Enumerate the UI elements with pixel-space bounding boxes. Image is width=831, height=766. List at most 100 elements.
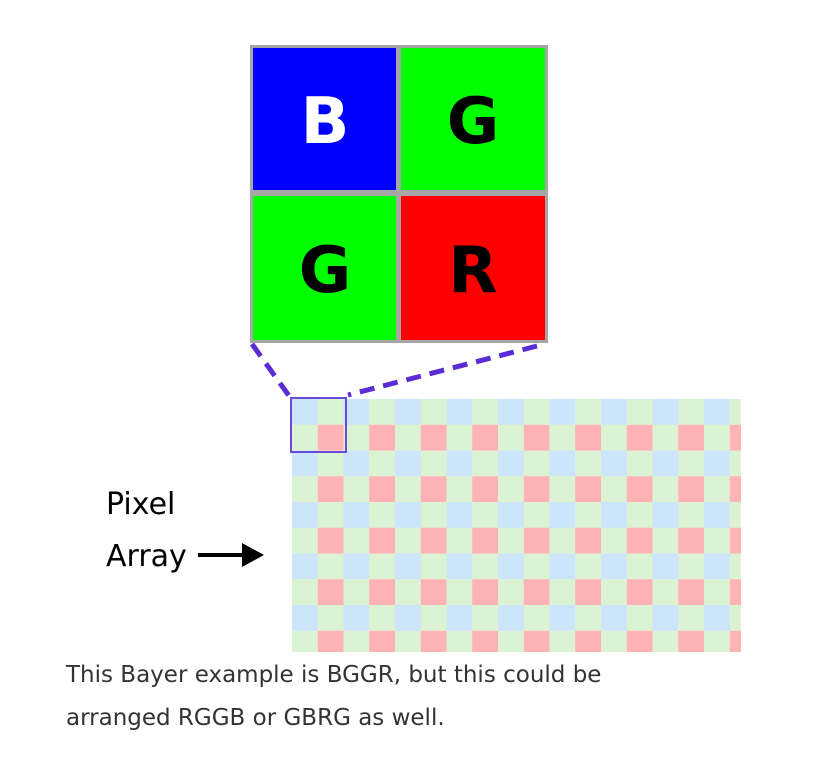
pixel-array-cell [420, 450, 447, 477]
pixel-array-cell [446, 476, 473, 503]
pixel-array-cell [343, 399, 370, 426]
pixel-array-cell [317, 579, 344, 606]
bayer-cell-blue [253, 48, 396, 190]
pixel-array-cell [498, 399, 525, 426]
pixel-array-cell [575, 399, 602, 426]
pixel-array-cell [420, 502, 447, 529]
bayer-cell-red [401, 196, 545, 340]
pixel-array-cell [472, 605, 499, 632]
pixel-array-cell [729, 553, 741, 580]
pixel-array-cell [498, 424, 525, 451]
pixel-array-cell [652, 450, 679, 477]
pixel-array-cell [472, 476, 499, 503]
pixel-array-cell [420, 424, 447, 451]
pixel-array-cell [652, 527, 679, 554]
pixel-array-cell [395, 605, 422, 632]
pixel-array-cell [317, 502, 344, 529]
pixel-array-cell [704, 399, 731, 426]
pixel-array-cell [626, 502, 653, 529]
pixel-array-cell [317, 553, 344, 580]
pixel-array-cell [678, 476, 705, 503]
pixel-array-cell [549, 502, 576, 529]
pixel-array-cell [292, 424, 319, 451]
pixel-array-cell [498, 476, 525, 503]
pixel-array-cell [343, 579, 370, 606]
pixel-array-cell [523, 502, 550, 529]
pixel-array-cell [575, 630, 602, 652]
pixel-array-cell [626, 424, 653, 451]
pixel-array-cell [704, 476, 731, 503]
caption-line-1: This Bayer example is BGGR, but this cou… [66, 662, 602, 688]
pixel-array-cell [395, 424, 422, 451]
pixel-array-cell [704, 630, 731, 652]
pixel-array-cell [317, 450, 344, 477]
pixel-array-cell [549, 605, 576, 632]
pixel-array-cell [729, 630, 741, 652]
pixel-array-cell [420, 579, 447, 606]
pixel-array-cell [395, 476, 422, 503]
bayer-block-enlarged: B G G R [250, 45, 548, 343]
pixel-array-cell [601, 502, 628, 529]
bayer-cell-green-bottom [253, 196, 396, 340]
pixel-array-cell [729, 502, 741, 529]
pixel-array-cell [652, 579, 679, 606]
pixel-array-cell [729, 527, 741, 554]
pixel-array-cell [601, 605, 628, 632]
pixel-array-cell [343, 502, 370, 529]
pixel-array-cell [523, 579, 550, 606]
pixel-array-cell [498, 450, 525, 477]
pixel-array-cell [369, 424, 396, 451]
pixel-array-cell [601, 553, 628, 580]
pixel-array-cell [369, 553, 396, 580]
bayer-letter-b: B [301, 85, 350, 159]
pixel-array-cell [446, 527, 473, 554]
pixel-array-cell [472, 424, 499, 451]
pixel-array-cell [523, 450, 550, 477]
pixel-array-cell [652, 605, 679, 632]
pixel-array-cell [652, 630, 679, 652]
pixel-array-cell [343, 630, 370, 652]
pixel-array-cell [395, 502, 422, 529]
pixel-array-cell [395, 527, 422, 554]
pixel-array-cell [729, 605, 741, 632]
pixel-array-cell [420, 630, 447, 652]
pixel-array-cell [601, 579, 628, 606]
pixel-array-cell [626, 527, 653, 554]
pixel-array-cell [343, 450, 370, 477]
pixel-array-cell [678, 502, 705, 529]
pixel-array-cell [446, 553, 473, 580]
bayer-cell-green-top [401, 48, 545, 190]
pixel-array-cell [575, 424, 602, 451]
pixel-array-cell [575, 476, 602, 503]
pixel-array-cell [420, 476, 447, 503]
pixel-array-cell [498, 579, 525, 606]
pixel-array-cell [678, 450, 705, 477]
pixel-array-cell [446, 424, 473, 451]
pixel-array-cell [317, 605, 344, 632]
pixel-array-cell [317, 476, 344, 503]
pixel-array-cell [549, 527, 576, 554]
pixel-array-cell [704, 424, 731, 451]
pixel-array-cell [704, 579, 731, 606]
pixel-array-cell [601, 450, 628, 477]
pixel-array-cell [601, 527, 628, 554]
pixel-array-cell [395, 630, 422, 652]
pixel-array-cell [652, 553, 679, 580]
pixel-array-cell [292, 502, 319, 529]
pixel-array-cell [446, 579, 473, 606]
pixel-array-cell [704, 527, 731, 554]
pixel-array-cell [369, 476, 396, 503]
pixel-array-cell [523, 553, 550, 580]
pixel-array-grid [292, 399, 741, 652]
pixel-array-cell [652, 476, 679, 503]
pixel-array-cell [523, 527, 550, 554]
pixel-array-cell [472, 579, 499, 606]
bayer-diagram: B G G R Pixel Array [106, 45, 741, 652]
pixel-array-cell [523, 630, 550, 652]
pixel-array-cell [523, 424, 550, 451]
pixel-array-cell [292, 605, 319, 632]
pixel-array-cell [420, 605, 447, 632]
pixel-array-cell [395, 450, 422, 477]
pixel-array-cell [343, 476, 370, 503]
pixel-array-cell [446, 450, 473, 477]
